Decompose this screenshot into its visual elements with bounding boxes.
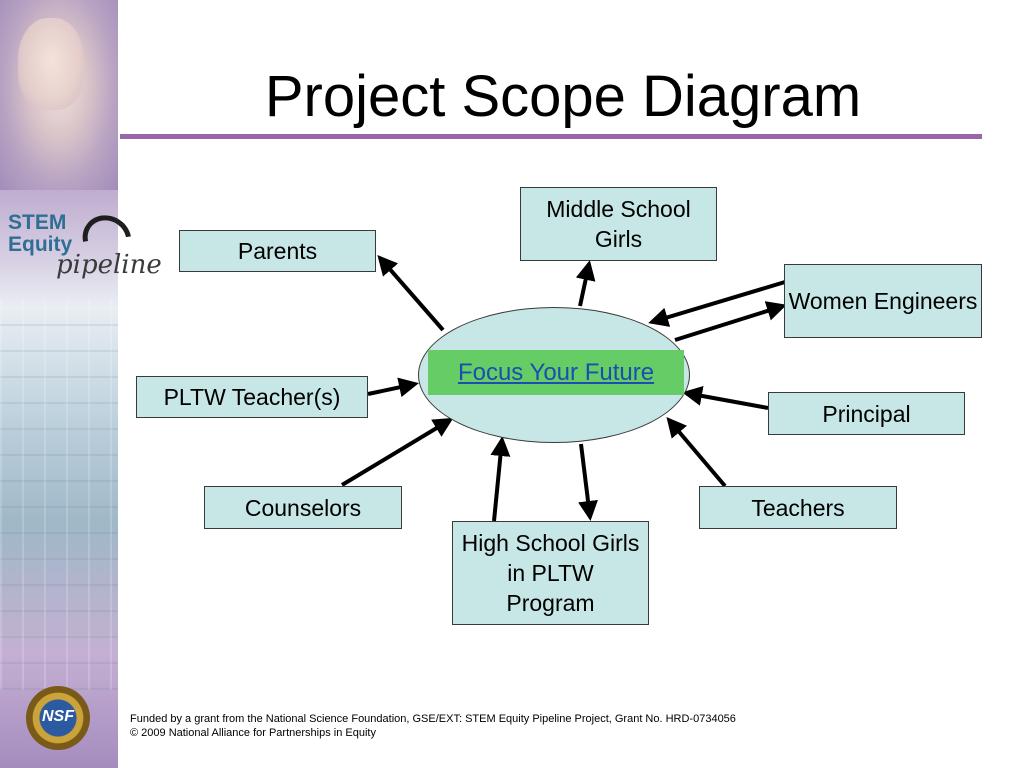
arrow-from-women-engineers [648, 280, 786, 327]
logo-equity-text: Equity [8, 233, 73, 256]
arrow-from-pltw-teachers [367, 377, 419, 398]
slide-title: Project Scope Diagram [264, 64, 862, 129]
box-principal: Principal [768, 392, 965, 435]
arrow-from-counselors [340, 417, 454, 487]
arrow-from-principal [682, 386, 769, 410]
box-women-engineers: Women Engineers [784, 264, 982, 338]
arrow-to-middle-school [575, 260, 596, 307]
arrow-to-high-school [578, 443, 598, 521]
nsf-logo: NSF [26, 686, 90, 750]
stem-equity-pipeline-logo: STEM Equity pipeline [8, 205, 162, 292]
box-pltw-teachers: PLTW Teacher(s) [136, 376, 368, 418]
logo-stem-text: STEM [8, 211, 67, 234]
title-underline [120, 134, 982, 139]
box-middle-school-girls: Middle School Girls [520, 187, 717, 261]
box-counselors: Counselors [204, 486, 402, 529]
arrow-to-parents [377, 254, 445, 332]
box-parents: Parents [179, 230, 376, 272]
focus-your-future-link[interactable]: Focus Your Future [457, 358, 655, 386]
footer-funding: Funded by a grant from the National Scie… [130, 713, 736, 725]
box-teachers: Teachers [699, 486, 897, 529]
woman-photo [0, 0, 118, 190]
logo-pipeline-text: pipeline [56, 250, 162, 280]
footer: Funded by a grant from the National Scie… [130, 712, 736, 740]
focus-your-future-label: Focus Your Future [428, 350, 684, 395]
sidebar-decoration [0, 0, 118, 768]
arrow-to-women-engineers [674, 301, 787, 342]
arrow-from-high-school [490, 436, 511, 522]
box-high-school-girls: High School Girls in PLTW Program [452, 521, 649, 625]
arrow-from-teachers [666, 416, 727, 488]
footer-copyright: © 2009 National Alliance for Partnership… [130, 727, 376, 739]
nsf-logo-text: NSF [42, 708, 74, 725]
circuit-board-image [0, 300, 118, 690]
